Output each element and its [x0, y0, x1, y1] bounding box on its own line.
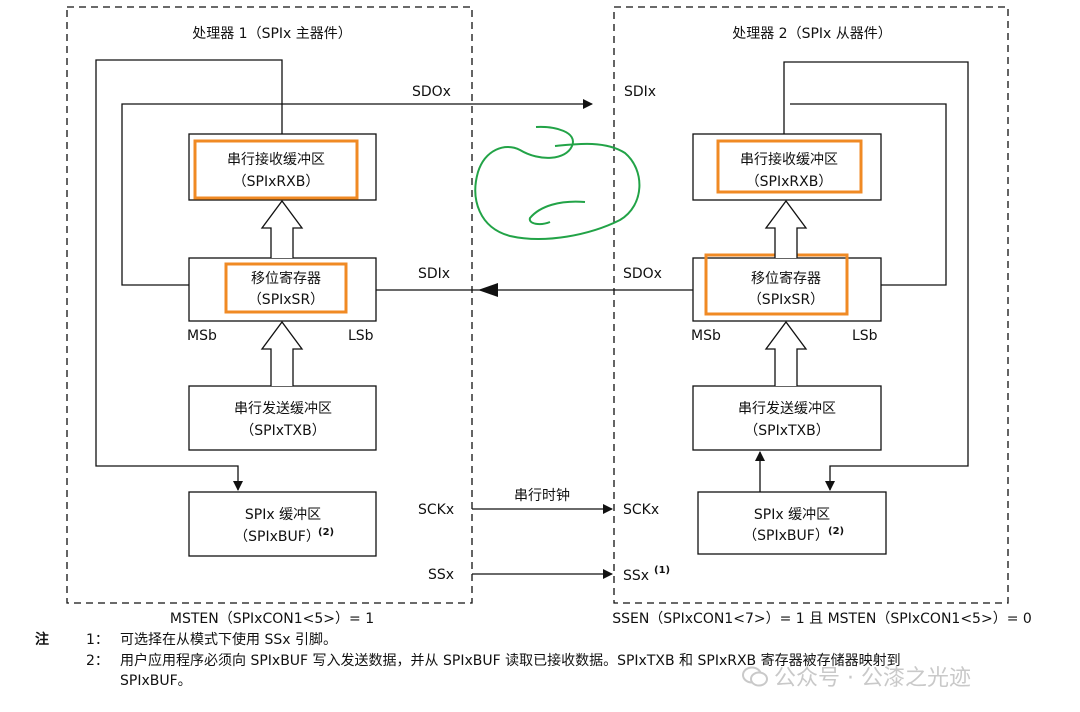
sdo-master-label: SDOx [412, 84, 451, 100]
p2-buf-label-1: SPIx 缓冲区 [754, 507, 830, 523]
note-item-3: SPIxBUF。 [86, 673, 192, 690]
p1-buf-label-1: SPIx 缓冲区 [245, 507, 321, 523]
serial-clock-label: 串行时钟 [514, 487, 570, 504]
p1-rxb-label-2: （SPIxRXB） [233, 174, 320, 190]
watermark: 公众号 · 公漆之光迹 [742, 660, 971, 692]
p2-rxb-label-2: （SPIxRXB） [746, 174, 833, 190]
sck-master-label: SCKx [418, 502, 454, 518]
p1-title: 处理器 1（SPIx 主器件） [192, 26, 352, 42]
p2-sdo-wire [790, 103, 947, 286]
sdi-line-arrowhead [478, 283, 498, 297]
p1-buf-box [188, 491, 377, 557]
p1-lsb-label: LSb [348, 328, 374, 344]
p1-rxb-highlight [193, 139, 359, 200]
processor2-frame [613, 6, 1009, 604]
p2-txb-label-2: （SPIxTXB） [744, 423, 830, 439]
watermark-text: 公众号 · 公漆之光迹 [774, 666, 971, 691]
note-text: 用户应用程序必须向 SPIxBUF 写入发送数据，并从 SPIxBUF 读取已接… [120, 653, 901, 669]
ss-slave-sup: (1) [654, 565, 670, 576]
p2-txb-label-1: 串行发送缓冲区 [738, 401, 836, 417]
sdi-slave-label: SDIx [624, 84, 656, 100]
processor1-frame [66, 6, 473, 604]
ss-master-label: SSx [428, 567, 454, 583]
p2-sr-box [692, 257, 882, 322]
p2-lsb-label: LSb [852, 328, 878, 344]
p2-sr-label-1: 移位寄存器 [751, 270, 821, 287]
p2-rx-loop-wire [783, 61, 969, 491]
p1-txb-label-1: 串行发送缓冲区 [234, 401, 332, 417]
wechat-icon [742, 666, 768, 687]
ss-slave-label: SSx [623, 568, 649, 584]
p2-buf-box [697, 491, 887, 555]
p1-sr-label-2: （SPIxSR） [248, 292, 324, 308]
p1-msb-label: MSb [187, 328, 217, 344]
p2-msb-label: MSb [691, 328, 721, 344]
p2-txb-to-sr-arrow [764, 320, 808, 386]
note-number: 1： [86, 632, 109, 648]
p1-txb-box [188, 385, 377, 451]
p1-rxb-box [188, 133, 377, 201]
note-text: 可选择在从模式下使用 SSx 引脚。 [120, 632, 337, 648]
note-item-2: 2： 用户应用程序必须向 SPIxBUF 写入发送数据，并从 SPIxBUF 读取… [86, 653, 901, 670]
p2-rxb-box [692, 133, 882, 201]
note-text: SPIxBUF。 [120, 673, 192, 689]
p1-rx-loop-wire [95, 59, 283, 491]
p1-sr-highlight [224, 262, 348, 314]
p1-txb-to-sr-arrow [260, 320, 304, 386]
notes-heading: 注 [35, 632, 49, 648]
p2-mode-label: SSEN（SPIxCON1<7>）= 1 且 MSTEN（SPIxCON1<5>… [612, 611, 1032, 627]
sdi-master-label: SDIx [418, 266, 450, 282]
p2-buf-label-2: （SPIxBUF） [743, 528, 829, 544]
p2-rxb-label-1: 串行接收缓冲区 [740, 151, 838, 168]
note-number: 2： [86, 653, 109, 669]
p2-sr-to-rxb-arrow [764, 199, 808, 258]
p1-sr-to-rxb-arrow [260, 199, 304, 258]
p1-mode-label: MSTEN（SPIxCON1<5>）= 1 [170, 611, 374, 627]
p1-buf-label-2: （SPIxBUF） [234, 529, 320, 545]
p1-rxb-label-1: 串行接收缓冲区 [227, 151, 325, 168]
p2-title: 处理器 2（SPIx 从器件） [732, 26, 892, 42]
p1-sr-label-1: 移位寄存器 [251, 270, 321, 287]
p2-txb-box [692, 385, 882, 451]
p2-rxb-highlight [716, 139, 863, 194]
p2-buf-sup: (2) [828, 526, 844, 537]
sdo-line [121, 99, 593, 286]
sdo-slave-label: SDOx [623, 266, 662, 282]
p2-sr-label-2: （SPIxSR） [748, 292, 824, 308]
note-item-1: 1： 可选择在从模式下使用 SSx 引脚。 [86, 632, 337, 649]
p1-buf-sup: (2) [318, 527, 334, 538]
p1-txb-label-2: （SPIxTXB） [240, 423, 326, 439]
green-annotation-scribble [474, 125, 641, 240]
sck-slave-label: SCKx [623, 502, 659, 518]
